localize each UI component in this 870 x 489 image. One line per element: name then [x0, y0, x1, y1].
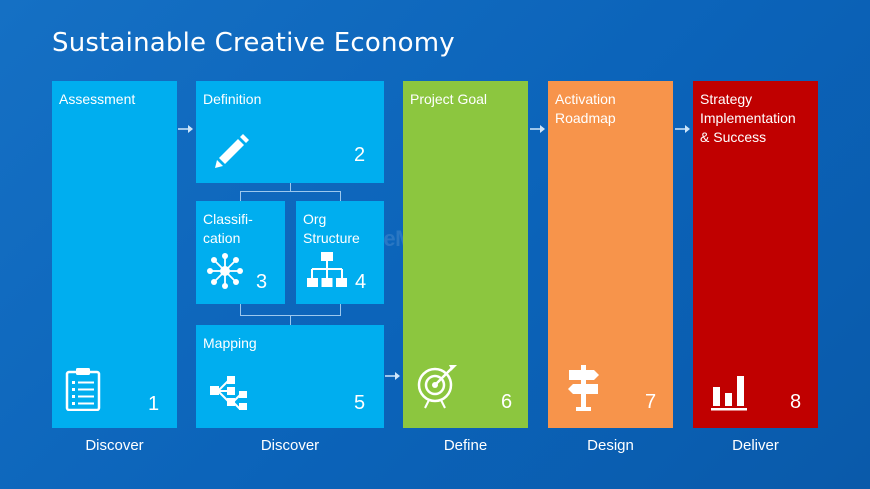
- project-goal-label: Project Goal: [410, 91, 488, 107]
- assessment-number: 1: [148, 393, 160, 415]
- signpost-icon: [566, 365, 602, 416]
- bar-chart-icon: [711, 373, 747, 416]
- page-title: Sustainable Creative Economy: [52, 28, 455, 58]
- classification-label: Classifi- cation: [203, 211, 253, 246]
- definition-number: 2: [354, 144, 366, 166]
- project-goal-number: 6: [501, 391, 513, 413]
- classification-box: Classifi- cation 3: [196, 201, 285, 304]
- org-structure-label: Org Structure: [303, 211, 360, 246]
- assessment-label: Assessment: [59, 91, 136, 107]
- caption-discover-2: Discover: [260, 437, 320, 454]
- connector-line: [240, 304, 241, 316]
- mapping-number: 5: [354, 392, 366, 414]
- connector-line: [340, 191, 341, 201]
- caption-discover-1: Discover: [85, 437, 144, 454]
- org-chart-icon: [306, 251, 348, 296]
- connector-line: [290, 183, 291, 192]
- classification-number: 3: [256, 271, 268, 293]
- clipboard-icon: [65, 367, 101, 416]
- definition-box: Definition 2: [196, 81, 384, 183]
- activation-roadmap-box: Activation Roadmap 7: [548, 81, 673, 428]
- arrow-icon: [385, 372, 400, 380]
- activation-roadmap-number: 7: [645, 391, 657, 413]
- mapping-box: Mapping 5: [196, 325, 384, 428]
- strategy-label: Strategy Implementation & Success: [700, 91, 796, 145]
- strategy-box: Strategy Implementation & Success 8: [693, 81, 818, 428]
- hierarchy-icon: [209, 371, 249, 416]
- arrow-icon: [530, 125, 545, 133]
- caption-define: Define: [443, 437, 488, 454]
- target-icon: [415, 363, 459, 414]
- caption-deliver: Deliver: [732, 437, 779, 454]
- caption-design: Design: [587, 437, 634, 454]
- connector-line: [340, 304, 341, 316]
- project-goal-box: Project Goal 6: [403, 81, 528, 428]
- assessment-box: Assessment 1: [52, 81, 177, 428]
- arrow-icon: [178, 125, 193, 133]
- definition-label: Definition: [203, 91, 262, 107]
- org-structure-box: Org Structure 4: [296, 201, 384, 304]
- connector-line: [240, 191, 341, 192]
- org-structure-number: 4: [355, 271, 367, 293]
- arrow-icon: [675, 125, 690, 133]
- mapping-label: Mapping: [203, 335, 257, 351]
- network-icon: [206, 252, 244, 295]
- strategy-number: 8: [790, 391, 802, 413]
- activation-roadmap-label: Activation Roadmap: [555, 91, 616, 126]
- connector-line: [290, 315, 291, 325]
- pencil-icon: [213, 131, 251, 174]
- connector-line: [240, 191, 241, 201]
